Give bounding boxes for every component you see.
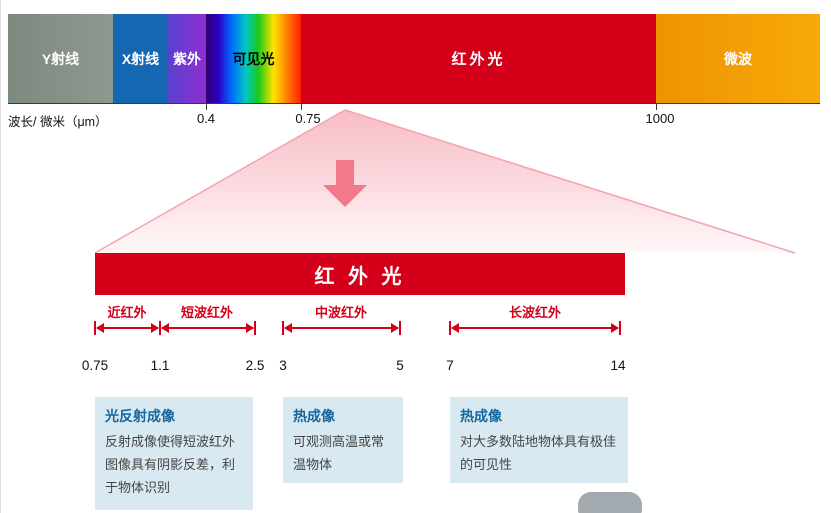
range-tick [159,321,161,335]
wavelength-axis-line [8,103,820,104]
range-tick [449,321,451,335]
info-box-body: 可观测高温或常温物体 [293,434,385,472]
info-box-body: 反射成像使得短波红外图像具有阴影反差，利于物体识别 [105,434,236,495]
band-label-mwir: 中波红外 [314,305,368,320]
segment-gamma-ray: Y射线 [8,14,113,103]
down-arrow-icon [323,160,367,207]
info-box-title: 热成像 [460,408,502,424]
segment-infrared: 红外光 [301,14,656,103]
axis-tick-1000 [656,104,657,110]
info-box-body: 对大多数陆地物体具有极佳的可见性 [460,434,617,472]
segment-visible-label: 可见光 [232,50,275,67]
segment-xray-label: X射线 [121,50,160,67]
segment-microwave: 微波 [656,14,820,103]
segment-ultraviolet: 紫外 [168,14,206,103]
segment-uv-label: 紫外 [173,50,201,67]
band-label-lwir: 长波红外 [508,305,562,320]
tick-label-0-75: 0.75 [295,111,321,126]
wavelength-axis-label: 波长/ 微米（μm） [8,115,108,129]
info-box-thermal-imaging-mwir: 热成像 可观测高温或常温物体 [283,397,403,483]
axis-tick-0-75 [301,104,302,110]
scale-value-14: 14 [610,358,626,373]
tick-label-1000: 1000 [645,111,675,126]
funnel-triangle [95,110,795,253]
range-tick [94,321,96,335]
watermark [578,492,642,513]
axis-tick-0-4 [206,104,207,110]
page-edge-line [0,0,1,513]
funnel-left-edge [94,109,346,254]
funnel-right-edge [344,109,796,254]
range-tick [619,321,621,335]
segment-gamma-label: Y射线 [41,50,80,67]
spectrum-bar: Y射线 X射线 紫外 可见光 红外光 微波 [8,14,820,103]
infrared-detail-title: 红 外 光 [314,265,406,288]
segment-visible-light: 可见光 [206,14,301,103]
range-tick [399,321,401,335]
scale-value-3: 3 [279,358,287,373]
segment-x-ray: X射线 [113,14,168,103]
range-arrow-near-ir [96,323,159,333]
scale-value-2-5: 2.5 [245,358,265,373]
range-arrow-lwir [451,323,619,333]
info-box-thermal-imaging-lwir: 热成像 对大多数陆地物体具有极佳的可见性 [450,397,628,483]
info-box-reflective-imaging: 光反射成像 反射成像使得短波红外图像具有阴影反差，利于物体识别 [95,397,253,510]
range-arrow-mwir [284,323,399,333]
scale-value-5: 5 [396,358,404,373]
info-box-title: 热成像 [293,408,335,424]
scale-value-0-75: 0.75 [81,358,109,373]
segment-infrared-label: 红外光 [451,51,506,68]
scale-value-7: 7 [446,358,454,373]
info-box-title: 光反射成像 [105,408,175,424]
range-arrow-swir [161,323,254,333]
band-label-swir: 短波红外 [180,305,234,320]
segment-microwave-label: 微波 [724,50,752,67]
range-tick [254,321,256,335]
scale-value-1-1: 1.1 [150,358,170,373]
range-tick [282,321,284,335]
infrared-detail-bar: 红 外 光 [95,253,625,295]
tick-label-0-4: 0.4 [196,111,216,126]
band-label-near-ir: 近红外 [107,305,147,320]
